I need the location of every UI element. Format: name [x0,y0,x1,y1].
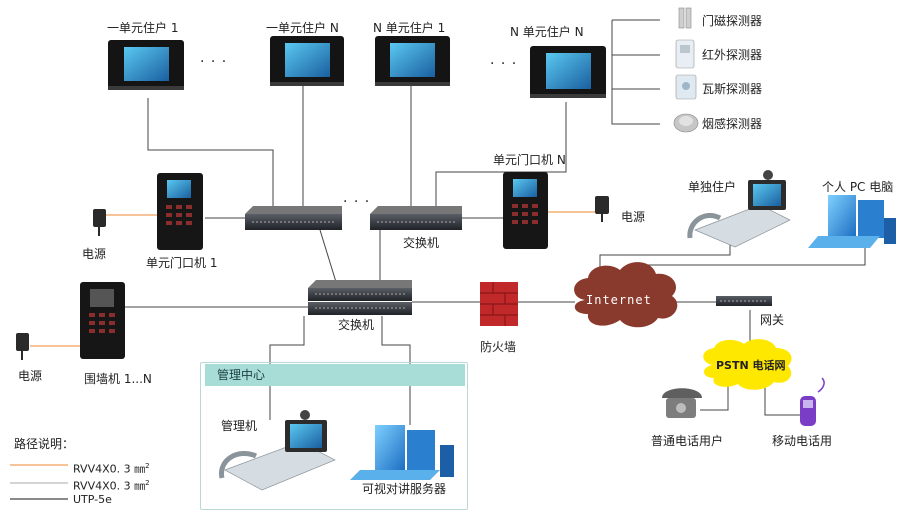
firewall-icon [480,282,518,326]
mobile-phone-icon [800,377,825,426]
ellipsis-1: · · · [200,54,228,70]
switch-right-device [370,206,462,230]
label-unit-door-N: 单元门口机 N [493,153,566,167]
wire-pstn-to-phone [700,378,729,411]
legend-item-0-sup: 2 [145,462,150,470]
gateway-device [716,296,772,306]
label-wall-unit: 围墙机 1...N [84,372,152,386]
wall-unit-device [80,282,125,359]
power-adapter-left-icon [93,209,106,236]
wire-unit1-r1-to-switch [147,98,274,210]
label-power-left: 电源 [82,247,107,261]
regular-phone-icon [662,388,702,418]
label-pstn: PSTN 电话网 [716,359,786,372]
wire-internet-to-resident [599,240,731,272]
label-door-detector: 门磁探测器 [702,14,763,28]
power-wires [30,211,595,347]
label-infrared-detector: 红外探测器 [702,48,763,62]
management-center-title: 管理中心 [205,364,465,386]
switch-main-device [308,280,412,315]
label-mobile-phone-user: 移动电话用 [772,434,833,448]
indoor-monitor-unit1-r1 [108,40,184,90]
label-gas-detector: 瓦斯探测器 [702,82,763,96]
label-unitN-resident1: N 单元住户 1 [373,21,446,35]
personal-pc-icon [808,195,896,248]
label-unitN-residentN: N 单元住户 N [510,25,584,39]
management-videophone-icon [219,410,336,491]
label-smoke-detector: 烟感探测器 [702,117,763,131]
network-wires [125,19,866,425]
label-unit-door-1: 单元门口机 1 [146,256,218,270]
label-management-unit: 管理机 [221,419,258,433]
legend-item-1-sup: 2 [145,479,150,487]
smoke-sensor-icon [673,113,699,133]
legend-title: 路径说明： [14,437,75,451]
ellipsis-3: · · · [343,194,371,210]
gas-sensor-icon [675,74,697,100]
legend-item-1: RVV4X0. 3 ㎜2 [73,476,150,494]
intercom-server-icon [350,425,454,480]
label-gateway: 网关 [760,313,785,327]
unit-door-N-device [503,172,548,249]
indoor-monitor-unitN-r1 [375,36,450,86]
pstn-cloud-icon [703,339,792,390]
infrared-sensor-icon [675,39,695,69]
legend-lines [10,464,68,500]
wire-pstn-to-mobile [764,378,800,416]
legend-item-2: UTP-5e [73,493,112,507]
wire-det-trunk [611,20,660,125]
internet-cloud-icon: Internet [574,262,678,328]
power-adapter-lower-icon [16,333,29,360]
legend-item-0-label: RVV4X0. 3 ㎜ [73,462,146,476]
wire-unitN-rN-to-switch [435,102,567,210]
power-adapter-right-icon [595,196,609,222]
label-switch-main: 交换机 [338,318,375,332]
indoor-monitor-unitN-rN [530,46,606,98]
legend-item-2-label: UTP-5e [73,493,112,506]
label-unit1-residentN: 一单元住户 N [266,21,339,35]
label-intercom-server: 可视对讲服务器 [362,482,447,496]
label-regular-phone-user: 普通电话用户 [651,434,724,448]
unit-door-1-device [157,173,203,250]
standalone-videophone-icon [687,170,791,248]
internet-label: Internet [586,293,652,307]
indoor-monitor-unit1-rN [270,36,344,86]
label-power-right: 电源 [621,210,646,224]
label-standalone-resident: 单独住户 [688,180,737,194]
wire-switch-left-to-main [319,229,337,283]
switch-left-device [245,206,342,230]
legend-item-0: RVV4X0. 3 ㎜2 [73,459,150,477]
label-switch-upper: 交换机 [403,236,440,250]
management-center-panel [200,362,468,510]
label-unit1-resident1: 一单元住户 1 [107,21,179,35]
label-personal-pc: 个人 PC 电脑 [822,180,894,194]
label-power-lower: 电源 [18,369,43,383]
door-sensor-icon [678,7,692,29]
ellipsis-2: · · · [490,56,518,72]
legend-item-1-label: RVV4X0. 3 ㎜ [73,479,146,493]
label-firewall: 防火墙 [480,340,517,354]
